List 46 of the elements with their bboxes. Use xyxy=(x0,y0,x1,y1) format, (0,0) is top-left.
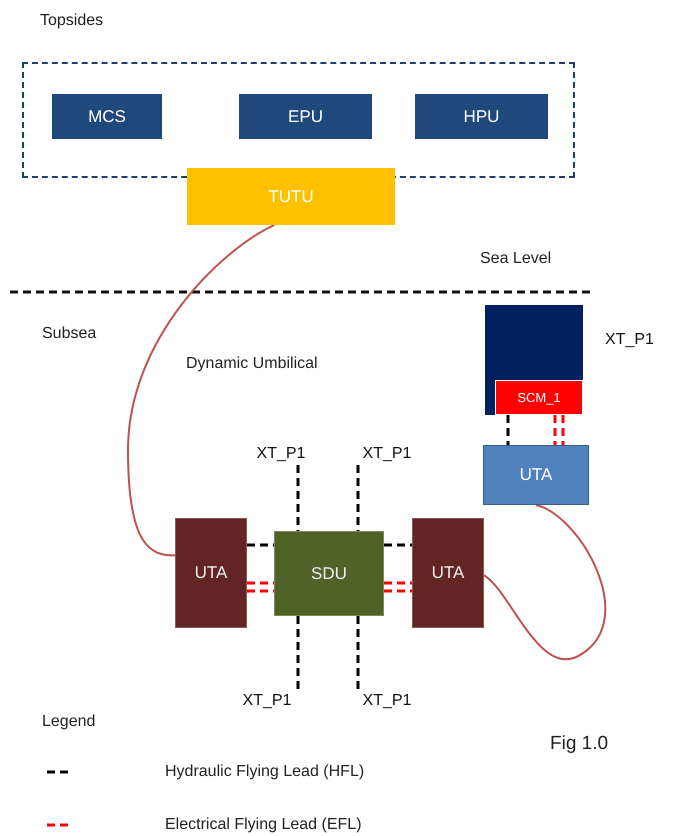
node-label: SCM_1 xyxy=(517,390,561,405)
annotation-text: Sea Level xyxy=(480,250,552,268)
node-label: UTA xyxy=(520,465,552,485)
flying-lead-line xyxy=(384,544,412,546)
group-heading: Topsides xyxy=(40,12,104,30)
uta-box xyxy=(412,518,484,628)
node-label: XT_P1 xyxy=(256,445,306,463)
flying-lead-line xyxy=(506,415,510,445)
tutu-box xyxy=(187,168,395,225)
node-caption: XT_P1 xyxy=(605,331,654,349)
flying-lead-line xyxy=(356,465,360,531)
umbilical-line xyxy=(483,504,606,660)
node-label: UTA xyxy=(194,563,228,583)
process-box xyxy=(52,94,162,139)
legend-text: Hydraulic Flying Lead (HFL) xyxy=(165,763,364,781)
flying-lead-line xyxy=(296,616,300,690)
flying-lead-line xyxy=(356,616,360,690)
uta-box xyxy=(483,445,589,505)
node-label: HPU xyxy=(464,106,500,126)
node-label: XT_P1 xyxy=(362,692,412,710)
flying-lead-line xyxy=(247,590,274,592)
flying-lead-line xyxy=(562,415,564,445)
legend-text: Electrical Flying Lead (EFL) xyxy=(165,816,362,834)
flying-lead-line xyxy=(296,465,300,531)
uta-box xyxy=(175,518,247,628)
process-box xyxy=(239,94,372,139)
flying-lead-line xyxy=(384,590,412,592)
node-label: XT_P1 xyxy=(362,445,412,463)
flying-lead-line xyxy=(247,544,274,546)
node-label: EPU xyxy=(288,106,323,126)
flying-lead-line xyxy=(384,582,412,584)
flying-lead-line xyxy=(247,582,274,584)
annotation-text: Subsea xyxy=(42,325,96,343)
node-label: XT_P1 xyxy=(242,692,292,710)
node-label: UTA xyxy=(432,563,464,583)
node-label: MCS xyxy=(88,106,126,126)
scm-box xyxy=(495,380,583,415)
annotation-text: Dynamic Umbilical xyxy=(186,355,318,373)
node-label: SDU xyxy=(311,564,347,584)
process-box xyxy=(415,94,548,139)
annotation-text: Fig 1.0 xyxy=(550,733,608,755)
annotation-text: Legend xyxy=(42,713,96,731)
sdu-box xyxy=(274,531,384,616)
flying-lead-line xyxy=(554,415,556,445)
node-label: TUTU xyxy=(268,186,314,206)
umbilical-line xyxy=(127,224,275,556)
